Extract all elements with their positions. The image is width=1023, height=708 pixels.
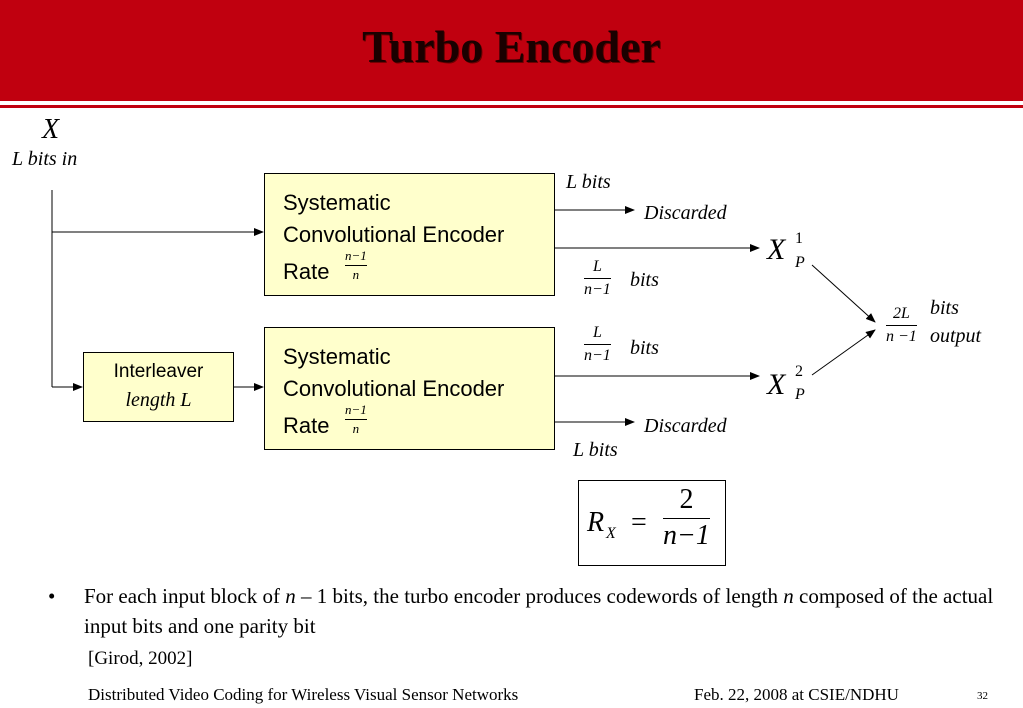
interleaver-line2: length L (125, 389, 192, 411)
output-word: output (930, 325, 982, 347)
encoder2-box: Systematic Convolutional Encoder Rate n−… (264, 327, 555, 450)
bullet-post: composed of the actual input bits and on… (84, 584, 994, 638)
bullet-text: For each input block of n – 1 bits, the … (84, 581, 1004, 641)
rate-equals: = (631, 507, 647, 538)
bullet-n2: n (783, 584, 794, 608)
encoder2-parity-fraction: L n−1 (584, 324, 611, 364)
xp2-base: X (767, 368, 786, 401)
encoder2-parity-num: L (592, 324, 602, 341)
rate-num: 2 (679, 484, 694, 515)
title-underline (0, 105, 1023, 108)
encoder2-rate-den: n (352, 421, 360, 437)
encoder1-parity-bits-word: bits (630, 269, 659, 291)
encoder2-line2: Convolutional Encoder (283, 376, 505, 401)
encoder1-line2: Convolutional Encoder (283, 222, 505, 247)
encoder1-discarded-label: Discarded (644, 202, 727, 224)
rate-fraction: 2 n−1 (663, 484, 710, 552)
footer-left: Distributed Video Coding for Wireless Vi… (88, 685, 519, 704)
bullet-mid: – 1 bits, the turbo encoder produces cod… (295, 584, 784, 608)
xp2-sub: P (795, 386, 805, 403)
bullet-pre: For each input block of (84, 584, 286, 608)
encoder2-rate-fraction: n−1 n (345, 402, 367, 437)
encoder1-rate-num: n−1 (345, 248, 367, 263)
rate-subscript: X (606, 525, 616, 542)
encoder1-rate-den: n (352, 267, 360, 283)
encoder1-parity-num: L (592, 258, 602, 275)
bullet-n1: n (285, 584, 296, 608)
page-number: 32 (977, 690, 988, 702)
interleaver-line1: Interleaver (113, 361, 204, 382)
encoder2-lbits-label: L bits (573, 439, 618, 461)
xp1-sup: 1 (795, 230, 803, 247)
encoder2-rate-num: n−1 (345, 402, 367, 417)
output-den: n −1 (886, 327, 917, 345)
encoder1-rate-word: Rate (283, 259, 330, 284)
footer-right: Feb. 22, 2008 at CSIE/NDHU (694, 685, 899, 704)
rate-den: n−1 (663, 519, 710, 551)
encoder2-rate-word: Rate (283, 413, 330, 438)
slide-title: Turbo Encoder (362, 21, 661, 72)
output-bits-word: bits (930, 297, 959, 319)
rate-symbol: R (587, 507, 605, 538)
output-fraction: 2L n −1 (886, 305, 917, 345)
output-num: 2L (892, 305, 910, 322)
encoder1-parity-den: n−1 (584, 280, 611, 298)
encoder1-line1: Systematic (283, 190, 391, 215)
encoder1-box: Systematic Convolutional Encoder Rate n−… (264, 173, 555, 296)
rate-formula-box: R X = 2 n−1 (578, 480, 726, 566)
encoder2-parity-den: n−1 (584, 346, 611, 364)
bullet-marker: • (48, 584, 56, 608)
interleaver-box: Interleaver length L (83, 352, 234, 422)
input-symbol: X (42, 114, 60, 145)
citation: [Girod, 2002] (88, 648, 193, 669)
encoder1-rate-fraction: n−1 n (345, 248, 367, 283)
input-bits-label: L bits in (12, 148, 78, 170)
xp2-sup: 2 (795, 363, 803, 380)
encoder2-parity-bits-word: bits (630, 337, 659, 359)
title-bar (0, 0, 1023, 101)
xp2-to-output-arrow (811, 329, 876, 376)
encoder1-parity-fraction: L n−1 (584, 258, 611, 298)
encoder1-lbits-label: L bits (566, 171, 611, 193)
xp1-base: X (767, 233, 786, 266)
encoder2-discarded-label: Discarded (644, 415, 727, 437)
xp1-to-output-arrow (811, 264, 876, 323)
xp1-sub: P (795, 254, 805, 271)
encoder2-line1: Systematic (283, 344, 391, 369)
